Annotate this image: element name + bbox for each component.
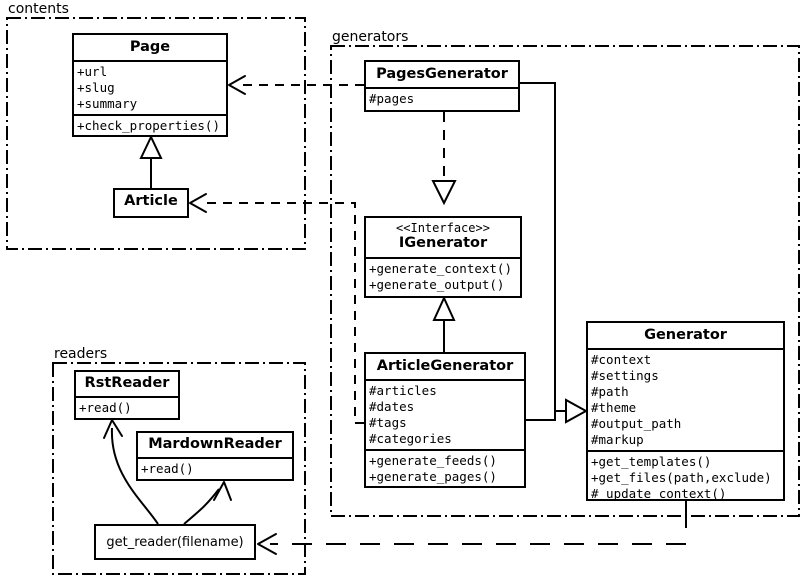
edge-articlegenerator-uses-article-line xyxy=(200,202,364,424)
class-generator[interactable]: Generator #context #settings #path #them… xyxy=(586,321,785,501)
class-pages-generator[interactable]: PagesGenerator #pages xyxy=(364,60,520,112)
edge-get-reader-creates-rstreader-arrowhead xyxy=(103,419,123,439)
attribute: +url xyxy=(77,64,108,80)
class-igenerator-title: IGenerator xyxy=(398,235,488,252)
class-pages-generator-name: PagesGenerator xyxy=(376,66,508,82)
attribute: #dates xyxy=(369,399,415,415)
attribute: #markup xyxy=(591,432,644,448)
attribute: #settings xyxy=(591,368,659,384)
class-mardown-reader-attributes: +read() xyxy=(138,457,292,479)
class-page-name: Page xyxy=(129,39,171,55)
method: #_update_context() xyxy=(591,486,727,501)
method: +check_properties() xyxy=(77,118,220,134)
class-page-attributes: +url +slug +summary xyxy=(74,60,226,114)
attribute: +read() xyxy=(141,461,194,477)
class-article-generator[interactable]: ArticleGenerator #articles #dates #tags … xyxy=(364,352,526,488)
edge-articlegenerator-realizes-igenerator-arrowhead xyxy=(432,295,456,321)
edge-get-reader-creates-mardownreader-arrowhead xyxy=(213,481,232,501)
class-generator-attributes: #context #settings #path #theme #output_… xyxy=(588,348,783,450)
class-mardown-reader-name: MardownReader xyxy=(148,436,282,452)
class-generator-name: Generator xyxy=(644,327,727,343)
method: +generate_feeds() xyxy=(369,453,497,469)
package-label-generators: generators xyxy=(332,29,409,45)
class-article-name: Article xyxy=(124,193,178,209)
class-page[interactable]: Page +url +slug +summary +check_properti… xyxy=(72,33,228,137)
method: +get_files(path,exclude) xyxy=(591,470,772,486)
class-article-generator-name: ArticleGenerator xyxy=(376,358,514,374)
class-rst-reader[interactable]: RstReader +read() xyxy=(74,370,180,420)
attribute: +read() xyxy=(79,400,132,416)
edge-pagesgenerator-uses-page-arrowhead xyxy=(228,75,246,95)
edge-get-reader-creates-mardownreader-line xyxy=(183,488,220,525)
function-box-get-reader-label: get_reader(filename) xyxy=(106,534,244,550)
edge-generator-uses-get-reader-arrowhead xyxy=(257,533,277,555)
edge-generator-generalization-arrowhead xyxy=(565,398,589,424)
class-page-methods: +check_properties() xyxy=(74,114,226,135)
class-article-generator-methods: +generate_feeds() +generate_pages() xyxy=(366,449,524,486)
class-pages-generator-attributes: #pages xyxy=(366,87,518,109)
class-article[interactable]: Article xyxy=(113,188,189,218)
method: +generate_pages() xyxy=(369,469,497,485)
edge-pagesgenerator-extends-generator-line xyxy=(520,82,569,412)
edge-article-extends-page-arrowhead xyxy=(139,134,163,159)
edge-pagesgenerator-realizes-igenerator-arrowhead xyxy=(431,180,457,206)
attribute: +summary xyxy=(77,96,138,112)
class-generator-methods: +get_templates() +get_files(path,exclude… xyxy=(588,450,783,501)
package-label-readers: readers xyxy=(54,346,108,362)
method: +generate_context() xyxy=(369,260,512,276)
class-article-generator-attributes: #articles #dates #tags #categories xyxy=(366,379,524,449)
edge-articlegenerator-extends-generator-line xyxy=(526,411,556,421)
attribute: #theme xyxy=(591,400,637,416)
class-mardown-reader[interactable]: MardownReader +read() xyxy=(136,431,294,481)
package-label-contents: contents xyxy=(8,1,69,17)
attribute: #path xyxy=(591,384,629,400)
class-igenerator-methods: +generate_context() +generate_output() xyxy=(366,256,520,295)
function-box-get-reader[interactable]: get_reader(filename) xyxy=(94,524,256,560)
attribute: #pages xyxy=(369,91,415,107)
class-igenerator[interactable]: <<Interface>> IGenerator +generate_conte… xyxy=(364,216,522,298)
method: +get_templates() xyxy=(591,454,712,470)
attribute: #articles xyxy=(369,383,437,399)
attribute: +slug xyxy=(77,80,115,96)
class-rst-reader-name: RstReader xyxy=(84,375,170,391)
attribute: #output_path xyxy=(591,416,682,432)
class-igenerator-name: <<Interface>> IGenerator xyxy=(366,218,520,257)
attribute: #context xyxy=(591,352,652,368)
attribute: #categories xyxy=(369,431,452,447)
method: +generate_output() xyxy=(369,276,505,292)
edge-articlegenerator-uses-article-arrowhead xyxy=(189,193,207,213)
attribute: #tags xyxy=(369,415,407,431)
class-rst-reader-attributes: +read() xyxy=(76,396,178,418)
class-igenerator-stereotype: <<Interface>> xyxy=(396,221,490,235)
